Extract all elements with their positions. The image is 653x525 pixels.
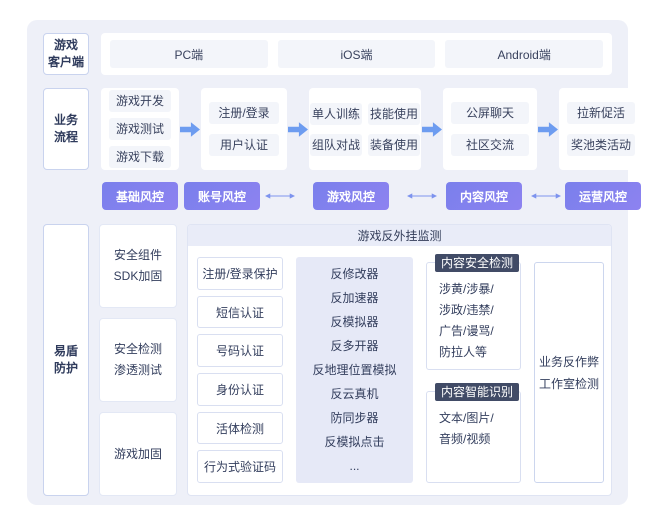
anti-cheat-item: 反地理位置模拟 (312, 362, 397, 377)
flow-arrow-icon (288, 121, 308, 137)
business-anticheat-box: 业务反作弊 工作室检测 (534, 262, 604, 483)
stage-content: 公屏聊天社区交流 (443, 88, 537, 170)
risk-row: 基础风控 账号风控 游戏风控 内容风控 运营风控 (101, 182, 641, 210)
content-column: 内容安全检测 涉黄/涉暴/ 涉政/违禁/ 广告/谩骂/ 防拉人等 内容智能识别 … (426, 254, 521, 483)
double-arrow-icon (531, 192, 561, 200)
risk-slot: 基础风控 (101, 182, 179, 210)
double-arrow-icon (407, 192, 437, 200)
content-section-tag: 内容安全检测 (435, 254, 520, 272)
content-section-body: 文本/图片/ 音频/视频 (439, 411, 494, 446)
flow-chip: 装备使用 (368, 133, 421, 156)
flow-chip: 游戏下载 (109, 146, 171, 168)
platform-chip: iOS端 (277, 40, 436, 68)
client-platforms-card: PC端 iOS端 Android端 (101, 33, 612, 75)
anti-cheat-item: 反修改器 (330, 266, 379, 281)
auth-box: 身份认证 (197, 373, 283, 406)
service-box: 安全检测 渗透测试 (99, 318, 177, 402)
flow-chip: 游戏开发 (109, 90, 171, 112)
anti-cheat-item: 反模拟器 (330, 314, 379, 329)
stage-account: 注册/登录用户认证 (201, 88, 287, 170)
risk-slot: 内容风控 (437, 182, 531, 210)
flow-chip: 公屏聊天 (451, 102, 529, 124)
service-box: 游戏加固 (99, 412, 177, 496)
risk-btn-operation: 运营风控 (565, 182, 641, 210)
stage-gameplay: 单人训练技能使用组队对战装备使用 (309, 88, 421, 170)
flow-row-label: 业务 流程 (43, 88, 89, 170)
service-box: 安全组件 SDK加固 (99, 224, 177, 308)
flow-arrow-icon (538, 121, 558, 137)
anti-cheat-item: 防同步器 (330, 410, 379, 425)
flow-chip: 游戏测试 (109, 118, 171, 140)
flow-chip: 技能使用 (368, 102, 421, 125)
double-arrow-icon (265, 192, 295, 200)
flow-row: 业务 流程 游戏开发游戏测试游戏下载 注册/登录用户认证 单人训练技能使用组队对… (43, 88, 643, 170)
auth-box: 活体检测 (197, 411, 283, 445)
anti-cheat-item: ... (349, 458, 360, 473)
flow-chip: 注册/登录 (209, 102, 279, 124)
flow-stages: 游戏开发游戏测试游戏下载 注册/登录用户认证 单人训练技能使用组队对战装备使用 (101, 88, 643, 170)
flow-chip: 社区交流 (451, 134, 529, 156)
risk-btn-basic: 基础风控 (102, 182, 178, 210)
content-section-tag: 内容智能识别 (435, 383, 520, 401)
risk-slot: 游戏风控 (295, 182, 407, 210)
risk-btn-account: 账号风控 (184, 182, 260, 210)
anti-cheat-item: 反加速器 (330, 290, 379, 305)
anti-cheat-column: 反修改器反加速器反模拟器反多开器反地理位置模拟反云真机防同步器反模拟点击... (296, 257, 413, 483)
diagram-panel: 游戏 客户端 PC端 iOS端 Android端 业务 流程 游戏开发游戏测试游戏下… (27, 20, 643, 505)
flow-chip: 奖池类活动 (567, 134, 635, 156)
flow-arrow-icon (422, 121, 442, 137)
anticheat-title: 游戏反外挂监测 (188, 225, 611, 246)
anticheat-body: 注册/登录保护短信认证号码认证身份认证活体检测行为式验证码 反修改器反加速器反模… (188, 246, 611, 495)
risk-btn-content: 内容风控 (446, 182, 522, 210)
flow-chip: 组队对战 (309, 133, 362, 156)
auth-column: 注册/登录保护短信认证号码认证身份认证活体检测行为式验证码 (197, 257, 283, 484)
protection-services: 安全组件 SDK加固安全检测 渗透测试游戏加固 (99, 224, 177, 496)
anti-cheat-item: 反多开器 (330, 338, 379, 353)
anticheat-box: 游戏反外挂监测 注册/登录保护短信认证号码认证身份认证活体检测行为式验证码 反修… (187, 224, 612, 496)
risk-btn-game: 游戏风控 (313, 182, 389, 210)
anti-cheat-item: 反模拟点击 (324, 434, 385, 449)
stage-operation: 拉新促活奖池类活动 (559, 88, 643, 170)
auth-box: 短信认证 (197, 295, 283, 329)
anti-cheat-item: 反云真机 (330, 386, 379, 401)
content-section-box: 内容智能识别 文本/图片/ 音频/视频 (426, 383, 521, 483)
auth-box: 注册/登录保护 (197, 257, 283, 290)
flow-chip: 用户认证 (209, 134, 279, 156)
auth-box: 号码认证 (197, 334, 283, 368)
content-section-box: 内容安全检测 涉黄/涉暴/ 涉政/违禁/ 广告/谩骂/ 防拉人等 (426, 254, 521, 370)
content-section-body: 涉黄/涉暴/ 涉政/违禁/ 广告/谩骂/ 防拉人等 (439, 282, 494, 359)
protection-section: 易盾 防护 安全组件 SDK加固安全检测 渗透测试游戏加固 游戏反外挂监测 注册… (43, 224, 612, 496)
client-row: 游戏 客户端 PC端 iOS端 Android端 (43, 33, 612, 75)
stage-develop: 游戏开发游戏测试游戏下载 (101, 88, 179, 170)
client-row-label: 游戏 客户端 (43, 33, 89, 75)
auth-box: 行为式验证码 (197, 450, 283, 484)
flow-arrow-icon (180, 121, 200, 137)
risk-slot: 账号风控 (179, 182, 265, 210)
platform-chip: Android端 (445, 40, 604, 68)
protection-label: 易盾 防护 (43, 224, 89, 496)
platform-chip: PC端 (110, 40, 268, 68)
flow-chip: 拉新促活 (567, 102, 635, 124)
risk-slot: 运营风控 (561, 182, 645, 210)
flow-chip: 单人训练 (309, 102, 362, 125)
